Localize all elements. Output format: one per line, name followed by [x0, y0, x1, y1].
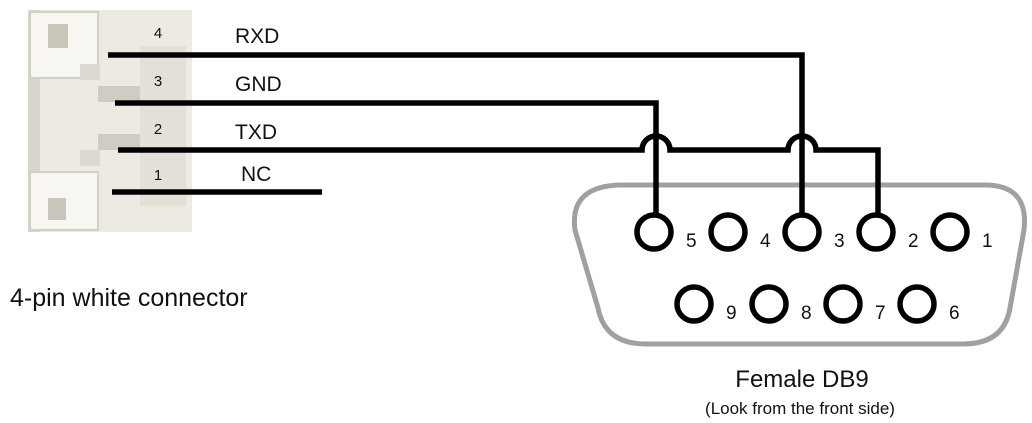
db9-pin-label-1: 1	[982, 231, 993, 252]
db9-pin-label-6: 6	[949, 303, 960, 324]
db9-pin-label-7: 7	[875, 303, 886, 324]
connector-caption: 4-pin white connector	[10, 284, 248, 312]
wire-txd-to-db9-pin-2	[118, 133, 881, 215]
db9-title: Female DB9	[735, 366, 868, 393]
pin-number-3: 3	[154, 73, 162, 90]
connector-pin-column	[140, 46, 186, 206]
wire-gnd-to-db9-pin-5	[115, 100, 659, 215]
db9-pin-label-5: 5	[686, 231, 697, 252]
signal-label-rxd: RXD	[235, 25, 279, 48]
db9-pin-1-hole	[930, 212, 970, 252]
db9-pin-9-hole	[674, 284, 714, 324]
pin-number-1: 1	[154, 167, 162, 184]
db9-pin-label-8: 8	[801, 303, 812, 324]
db9-pin-label-9: 9	[726, 303, 737, 324]
db9-subtitle: (Look from the front side)	[705, 399, 895, 418]
db9-pin-label-2: 2	[908, 231, 919, 252]
connector-latch-hole-bottom	[48, 198, 66, 220]
db9-pin-6-hole	[897, 284, 937, 324]
db9-pin-5-hole	[634, 212, 674, 252]
db9-pin-2-hole	[856, 212, 896, 252]
db9-pin-label-4: 4	[760, 231, 771, 252]
db9-pin-7-hole	[823, 284, 863, 324]
db9-pin-3-hole	[782, 212, 822, 252]
db9-pin-4-hole	[708, 212, 748, 252]
connector-4pin	[28, 10, 192, 232]
signal-label-txd: TXD	[235, 121, 277, 144]
pin-number-2: 2	[154, 121, 162, 138]
wire-rxd-to-db9-pin-3	[108, 52, 805, 215]
connector-rib	[80, 64, 100, 80]
pin-number-4: 4	[154, 25, 162, 42]
connector-latch-hole-top	[48, 24, 68, 48]
connector-rib	[80, 150, 100, 166]
signal-label-gnd: GND	[235, 73, 282, 96]
connector-latch-bottom	[29, 171, 99, 231]
signal-label-nc: NC	[241, 163, 271, 186]
db9-pin-label-3: 3	[834, 231, 845, 252]
db9-pin-8-hole	[749, 284, 789, 324]
